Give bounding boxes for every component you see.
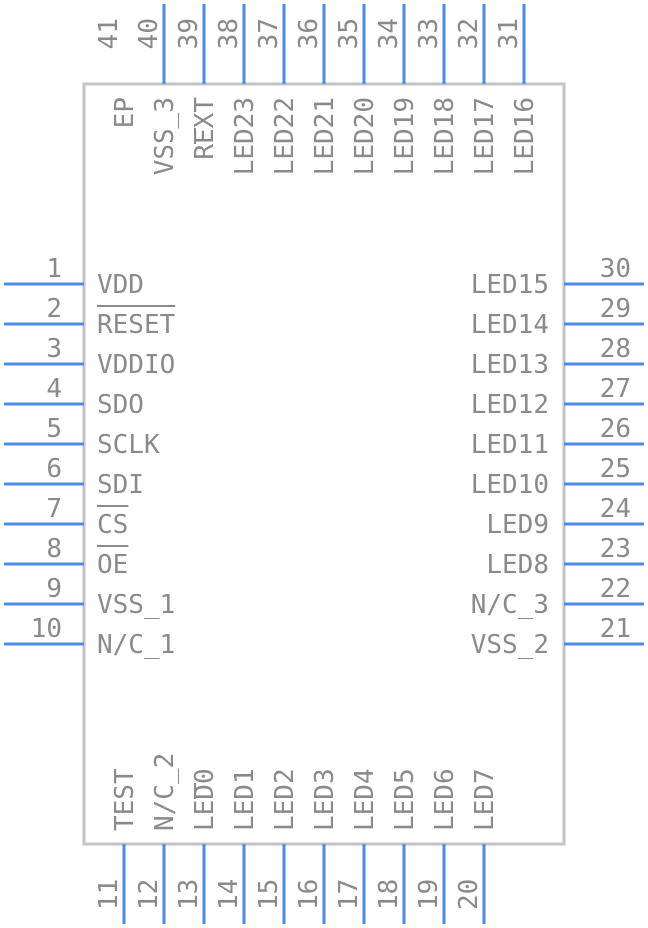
pin-label: SDO (97, 390, 144, 420)
pin-number: 36 (294, 18, 324, 49)
pin-number: 9 (46, 574, 62, 604)
pin-label: LED12 (471, 390, 549, 420)
pin-number: 11 (94, 879, 124, 910)
pin-number: 6 (46, 454, 62, 484)
pin-number: 12 (134, 879, 164, 910)
pin-number: 15 (254, 879, 284, 910)
pin-number: 10 (31, 614, 62, 644)
pin-label: OE (97, 550, 128, 580)
pin-label: LED6 (430, 768, 460, 831)
pin-number: 32 (454, 18, 484, 49)
pin-number: 28 (600, 334, 631, 364)
pin-number: 17 (334, 879, 364, 910)
pin-label: LED16 (510, 97, 540, 175)
pin-label: LED3 (310, 768, 340, 831)
pin-label: VSS_2 (471, 630, 549, 660)
pin-label: LED1 (230, 768, 260, 831)
pin-label: LED10 (471, 470, 549, 500)
pin-number: 14 (214, 879, 244, 910)
pin-label: LED13 (471, 350, 549, 380)
pin-label: LED21 (310, 97, 340, 175)
pin-label: LED11 (471, 430, 549, 460)
pin-number: 25 (600, 454, 631, 484)
pin-label: RESET (97, 310, 176, 340)
pin-label: LED17 (470, 97, 500, 175)
pin-number: 8 (46, 534, 62, 564)
ic-body (82, 82, 566, 846)
pin-number: 39 (174, 18, 204, 49)
pin-label: LED23 (230, 97, 260, 175)
pin-number: 33 (414, 18, 444, 49)
pin-number: 40 (134, 18, 164, 49)
pin-label: VDD (97, 270, 144, 300)
pin-label: N/C_1 (97, 630, 175, 660)
pin-number: 29 (600, 294, 631, 324)
pin-label: N/C_3 (471, 590, 549, 620)
pin-label: LED2 (270, 768, 300, 831)
pin-label: LED7 (470, 768, 500, 831)
pin-number: 34 (374, 18, 404, 49)
pin-label: LED19 (390, 97, 420, 175)
pin-label: LED9 (486, 510, 549, 540)
pin-number: 4 (46, 374, 62, 404)
pin-label: LED20 (350, 97, 380, 175)
pin-number: 35 (334, 18, 364, 49)
pin-label: LED5 (390, 768, 420, 831)
pin-label: LED4 (350, 768, 380, 831)
pin-number: 41 (94, 18, 124, 49)
pin-number: 27 (600, 374, 631, 404)
pin-number: 37 (254, 18, 284, 49)
pin-label: EP (110, 97, 140, 128)
pin-label: VDDIO (97, 350, 175, 380)
pin-label: VSS_3 (150, 97, 180, 175)
pin-label: LED14 (471, 310, 549, 340)
pin-number: 23 (600, 534, 631, 564)
pin-label: SCLK (97, 430, 160, 460)
pin-label: N/C_2 (150, 753, 180, 831)
pin-label: SDI (97, 470, 144, 500)
pin-number: 16 (294, 879, 324, 910)
pin-number: 18 (374, 879, 404, 910)
pin-number: 21 (600, 614, 631, 644)
pin-label: TEST (110, 768, 140, 831)
pin-number: 30 (600, 254, 631, 284)
pin-number: 13 (174, 879, 204, 910)
pin-label: LED8 (486, 550, 549, 580)
pin-number: 24 (600, 494, 631, 524)
pin-number: 31 (494, 18, 524, 49)
pin-number: 38 (214, 18, 244, 49)
pin-label: CS (97, 510, 128, 540)
pin-label: LED22 (270, 97, 300, 175)
pin-label: VSS_1 (97, 590, 175, 620)
pin-label: LED0 (190, 768, 220, 831)
pin-number: 19 (414, 879, 444, 910)
pin-number: 22 (600, 574, 631, 604)
pin-label: LED15 (471, 270, 549, 300)
pin-number: 5 (46, 414, 62, 444)
pin-number: 26 (600, 414, 631, 444)
pin-label: LED18 (430, 97, 460, 175)
pin-number: 1 (46, 254, 62, 284)
pin-number: 7 (46, 494, 62, 524)
pin-number: 20 (454, 879, 484, 910)
pin-number: 2 (46, 294, 62, 324)
pin-number: 3 (46, 334, 62, 364)
